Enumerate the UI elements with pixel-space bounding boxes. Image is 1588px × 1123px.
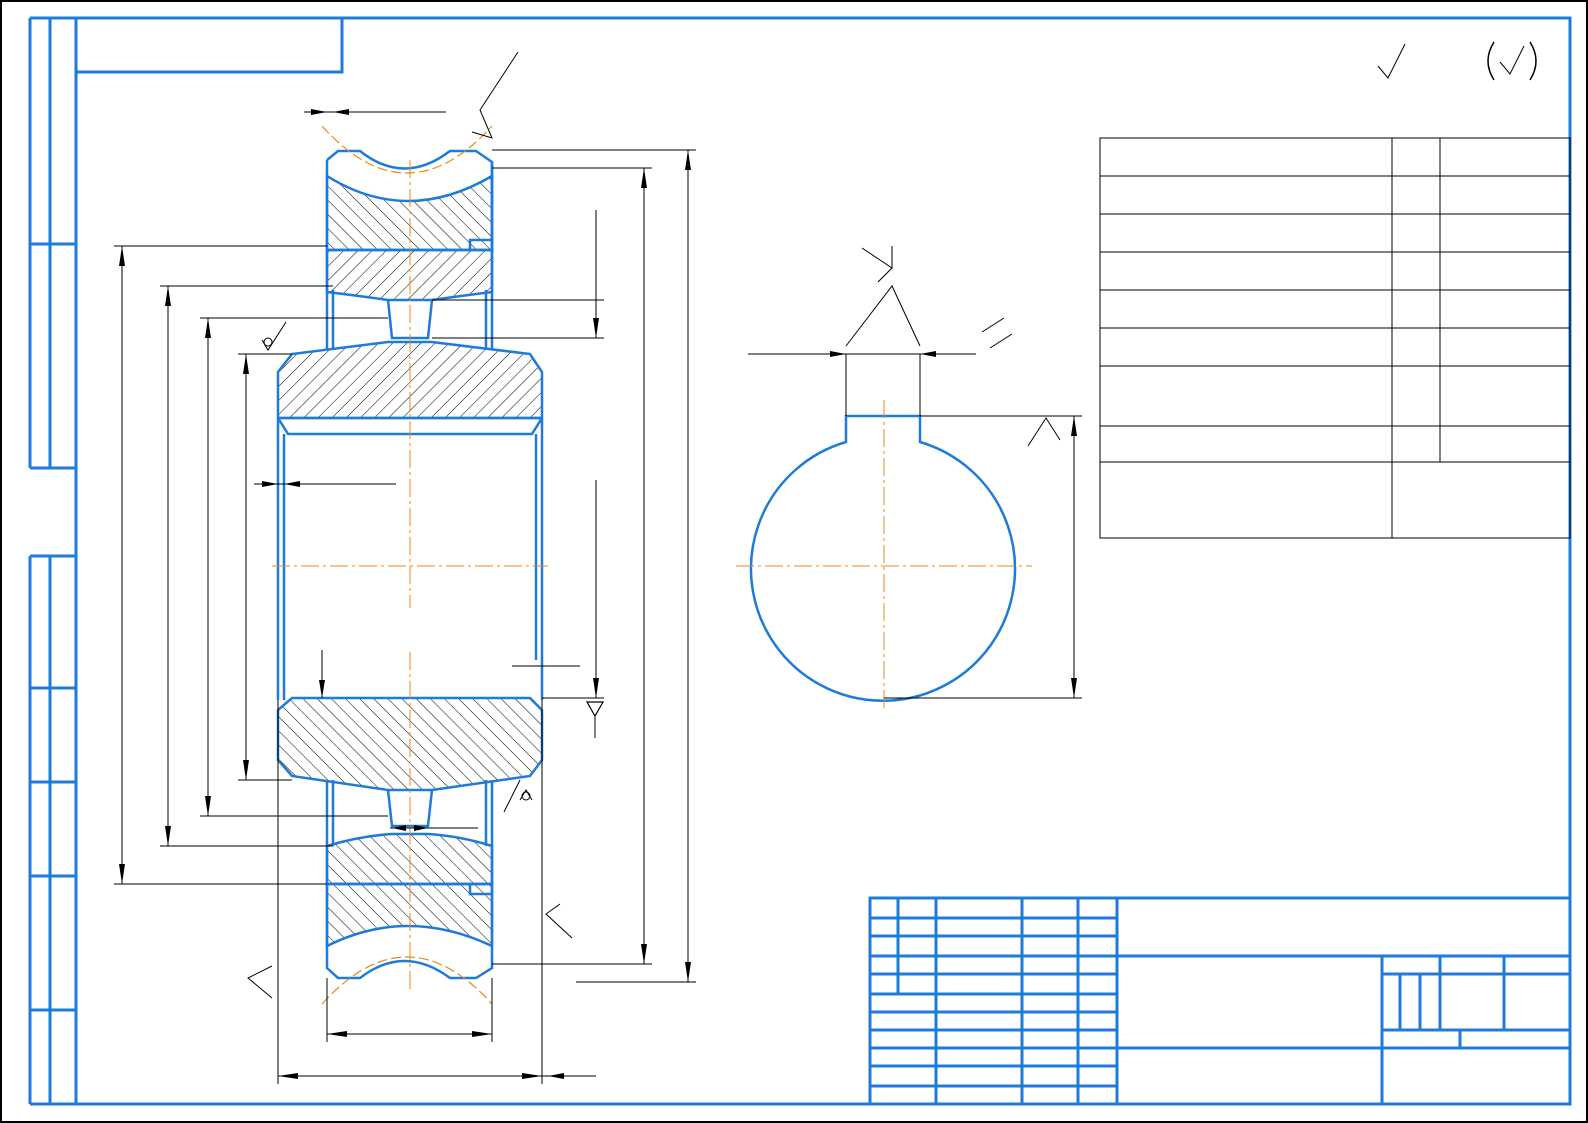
roughness-check-icon <box>1377 43 1406 79</box>
keyway-section-view <box>736 246 1082 712</box>
roughness-in-brackets-icon <box>1487 41 1537 81</box>
datum-triangle-icon <box>585 701 605 738</box>
main-view-dimensions <box>114 51 696 1084</box>
gear-parameters-table <box>1099 137 1571 539</box>
title-block <box>868 896 1572 1106</box>
gear-section-view <box>272 125 580 1005</box>
roughness-mark-icon <box>519 789 533 801</box>
roughness-mark-icon <box>261 321 287 351</box>
